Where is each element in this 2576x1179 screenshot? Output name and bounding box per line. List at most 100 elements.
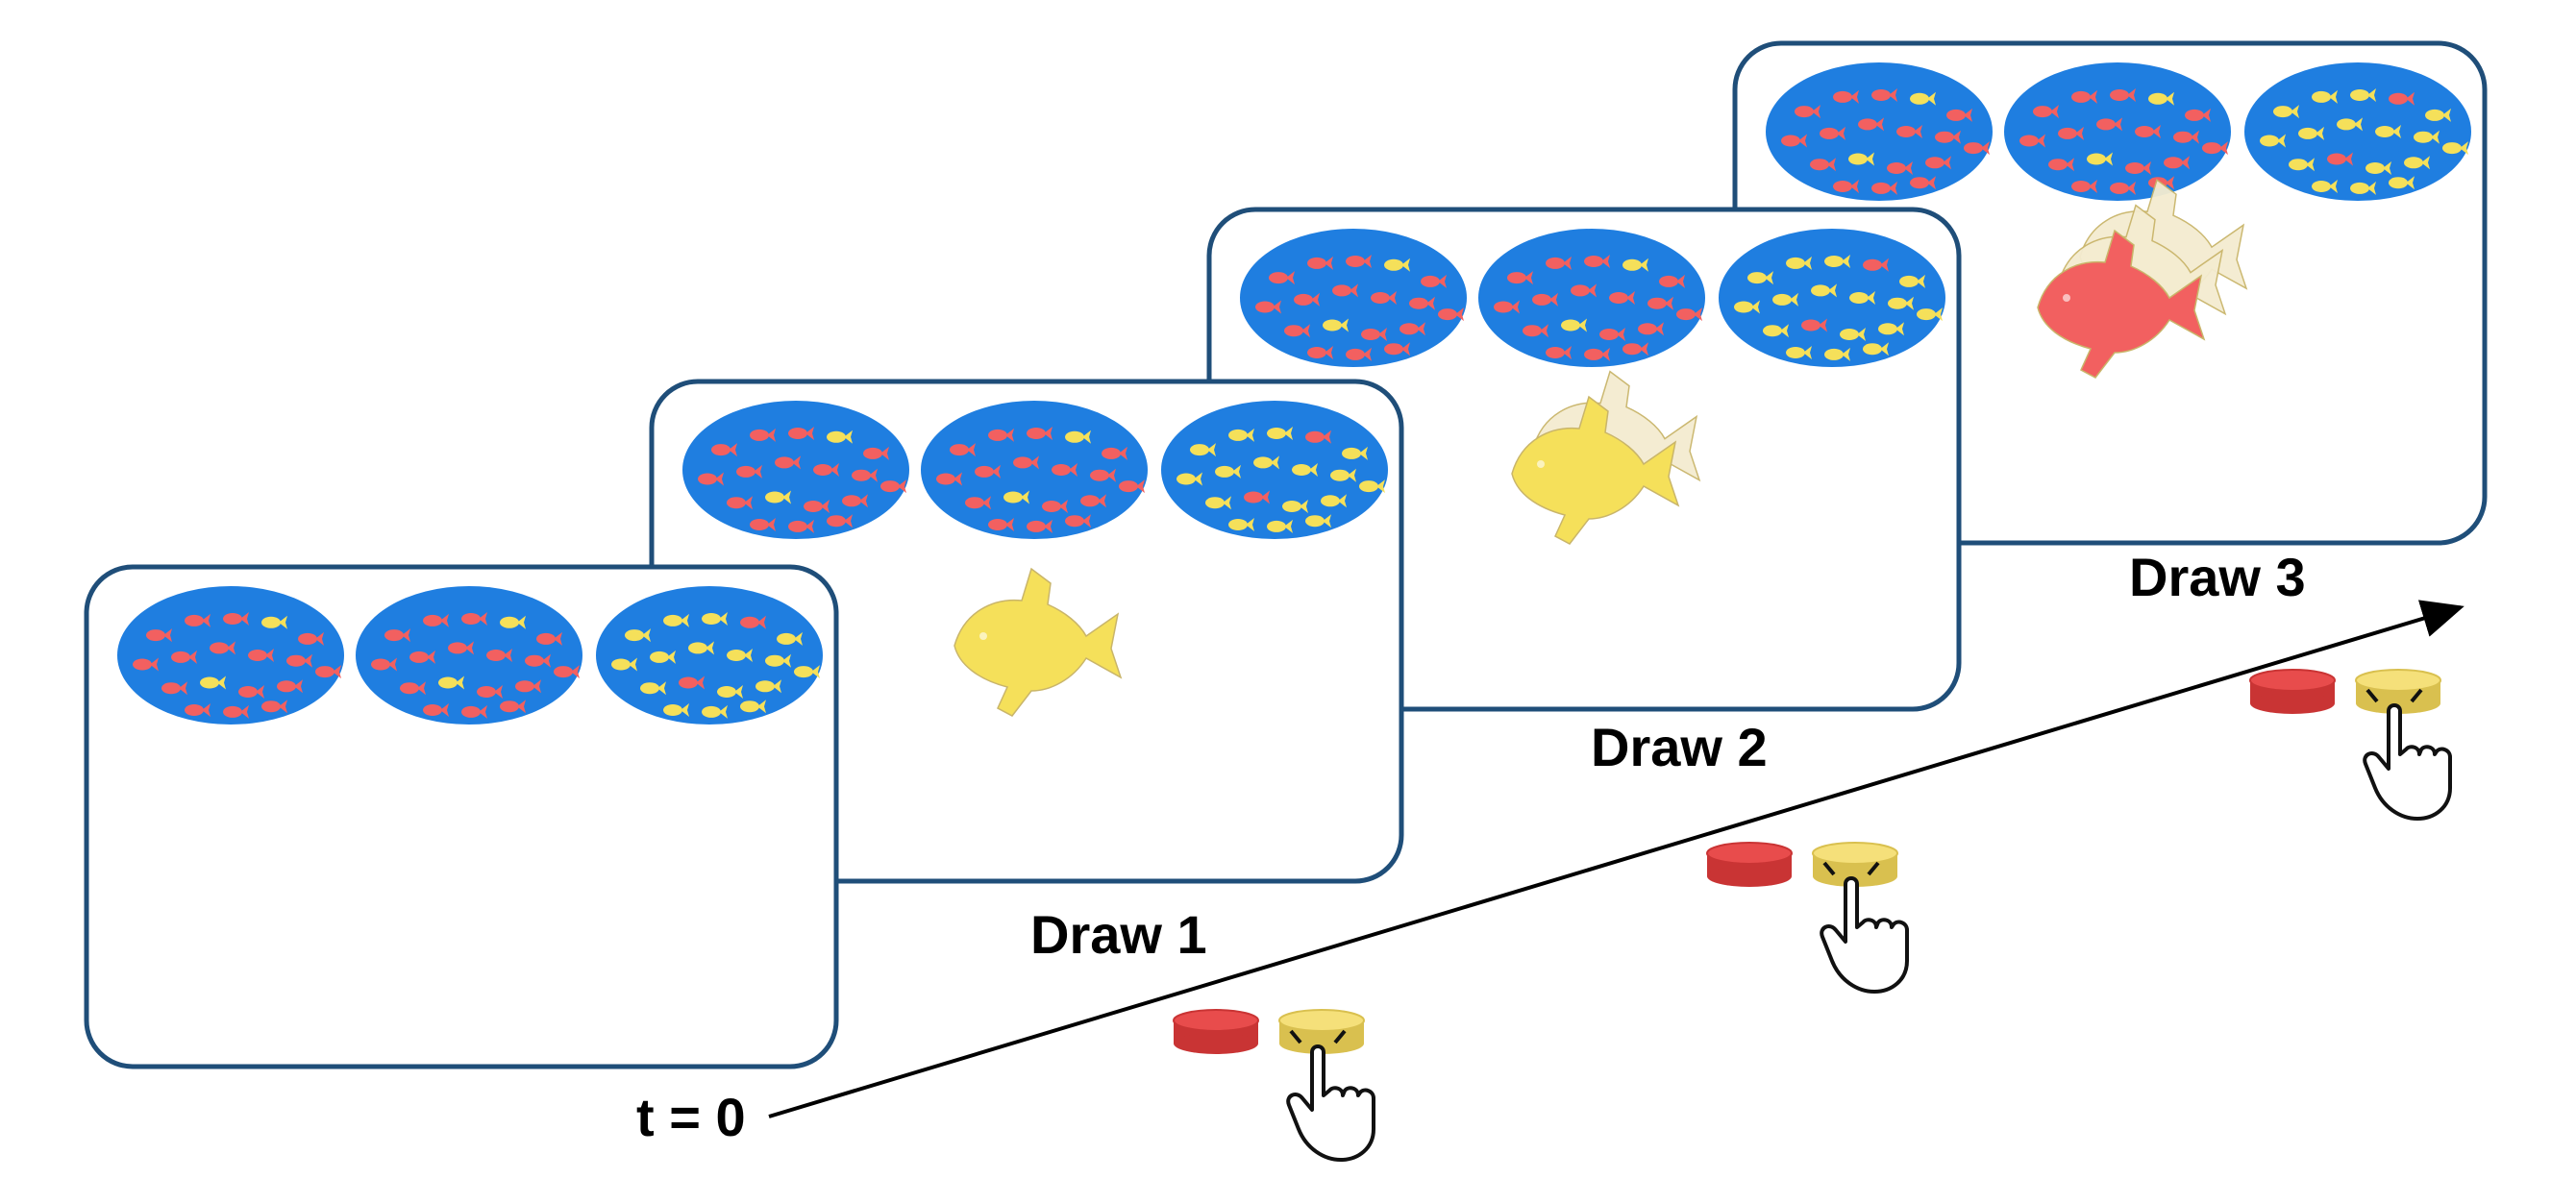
small-fish-icon bbox=[1917, 307, 1943, 322]
small-fish-icon bbox=[423, 613, 449, 627]
small-fish-icon bbox=[1215, 464, 1241, 479]
small-fish-icon bbox=[1878, 322, 1904, 336]
small-fish-icon bbox=[1052, 463, 1077, 477]
small-fish-icon bbox=[765, 490, 791, 504]
red-pond-icon bbox=[682, 401, 909, 539]
small-fish-icon bbox=[1833, 89, 1859, 104]
small-fish-icon bbox=[1253, 455, 1279, 470]
pointing-hand-icon bbox=[1820, 861, 1909, 994]
small-fish-icon bbox=[2148, 91, 2174, 106]
small-fish-icon bbox=[185, 703, 211, 717]
small-fish-icon bbox=[775, 455, 801, 470]
small-fish-icon bbox=[2110, 181, 2136, 195]
small-fish-icon bbox=[1399, 322, 1425, 336]
small-fish-icon bbox=[2185, 108, 2211, 122]
yellow-button bbox=[2355, 669, 2441, 714]
small-fish-icon bbox=[1599, 328, 1625, 341]
small-fish-icon bbox=[500, 700, 526, 714]
small-fish-icon bbox=[1910, 91, 1936, 106]
red-pond-icon bbox=[1478, 229, 1705, 367]
small-fish-icon bbox=[185, 613, 211, 627]
timeline-start-label: t = 0 bbox=[636, 1087, 746, 1147]
small-fish-icon bbox=[2350, 88, 2376, 102]
drawn-fish-icon bbox=[954, 567, 1123, 717]
small-fish-icon bbox=[2312, 180, 2338, 193]
small-fish-icon bbox=[950, 443, 976, 457]
small-fish-icon bbox=[286, 653, 312, 668]
small-fish-icon bbox=[210, 641, 235, 655]
small-fish-icon bbox=[2442, 141, 2468, 156]
small-fish-icon bbox=[711, 443, 737, 457]
red-button bbox=[2249, 669, 2336, 714]
screen-draw1 bbox=[649, 379, 1404, 884]
draw-3-label: Draw 3 bbox=[2129, 547, 2306, 607]
small-fish-icon bbox=[1546, 346, 1572, 359]
small-fish-icon bbox=[765, 653, 791, 668]
small-fish-icon bbox=[625, 628, 651, 643]
small-fish-icon bbox=[1027, 427, 1053, 440]
response-buttons-2 bbox=[1706, 842, 1909, 994]
small-fish-icon bbox=[1494, 300, 1520, 314]
yellow-pond-icon bbox=[596, 586, 823, 725]
small-fish-icon bbox=[1342, 446, 1368, 460]
small-fish-icon bbox=[717, 685, 743, 699]
small-fish-icon bbox=[1801, 318, 1827, 332]
small-fish-icon bbox=[2327, 152, 2353, 166]
small-fish-icon bbox=[1090, 468, 1116, 482]
small-fish-icon bbox=[852, 468, 878, 482]
small-fish-icon bbox=[2173, 130, 2199, 144]
yellow-button bbox=[1278, 1009, 1365, 1054]
small-fish-icon bbox=[2389, 91, 2415, 106]
small-fish-icon bbox=[1849, 291, 1875, 305]
small-fish-icon bbox=[1546, 256, 1572, 270]
red-pond-icon bbox=[921, 401, 1148, 539]
small-fish-icon bbox=[1584, 255, 1610, 268]
small-fish-icon bbox=[1763, 324, 1789, 338]
small-fish-icon bbox=[1102, 446, 1127, 460]
small-fish-icon bbox=[1622, 342, 1648, 356]
small-fish-icon bbox=[1282, 500, 1308, 513]
red-pond-icon bbox=[356, 586, 582, 725]
small-fish-icon bbox=[1786, 256, 1812, 270]
small-fish-icon bbox=[133, 657, 159, 672]
small-fish-icon bbox=[788, 427, 814, 440]
small-fish-icon bbox=[1346, 255, 1372, 268]
small-fish-icon bbox=[1532, 292, 1558, 307]
small-fish-icon bbox=[1772, 292, 1798, 307]
small-fish-icon bbox=[1292, 463, 1318, 477]
small-fish-icon bbox=[371, 657, 397, 672]
small-fish-icon bbox=[813, 463, 839, 477]
small-fish-icon bbox=[438, 675, 464, 690]
small-fish-icon bbox=[1888, 296, 1914, 310]
small-fish-icon bbox=[1267, 519, 1293, 533]
small-fish-icon bbox=[409, 650, 435, 664]
small-fish-icon bbox=[2125, 161, 2151, 175]
screen-t0 bbox=[84, 564, 839, 1069]
small-fish-icon bbox=[1267, 427, 1293, 440]
small-fish-icon bbox=[1284, 324, 1310, 338]
small-fish-icon bbox=[842, 494, 868, 508]
drawn-fish-icon bbox=[2037, 229, 2206, 379]
small-fish-icon bbox=[650, 650, 676, 664]
small-fish-icon bbox=[2110, 88, 2136, 102]
small-fish-icon bbox=[1734, 300, 1760, 314]
small-fish-icon bbox=[1346, 347, 1372, 361]
small-fish-icon bbox=[2071, 89, 2097, 104]
small-fish-icon bbox=[423, 703, 449, 717]
small-fish-icon bbox=[1925, 156, 1951, 170]
pointing-hand-icon bbox=[2363, 688, 2452, 821]
response-buttons-3 bbox=[2249, 669, 2452, 821]
small-fish-icon bbox=[1622, 258, 1648, 272]
small-fish-icon bbox=[1863, 342, 1889, 356]
small-fish-icon bbox=[863, 446, 889, 460]
small-fish-icon bbox=[171, 650, 197, 664]
small-fish-icon bbox=[2365, 161, 2391, 175]
small-fish-icon bbox=[448, 641, 474, 655]
small-fish-icon bbox=[146, 628, 172, 643]
small-fish-icon bbox=[1003, 490, 1029, 504]
small-fish-icon bbox=[1228, 428, 1254, 442]
small-fish-icon bbox=[1307, 256, 1333, 270]
small-fish-icon bbox=[1820, 126, 1845, 140]
small-fish-icon bbox=[1824, 347, 1850, 361]
draw-2-label: Draw 2 bbox=[1591, 717, 1768, 777]
